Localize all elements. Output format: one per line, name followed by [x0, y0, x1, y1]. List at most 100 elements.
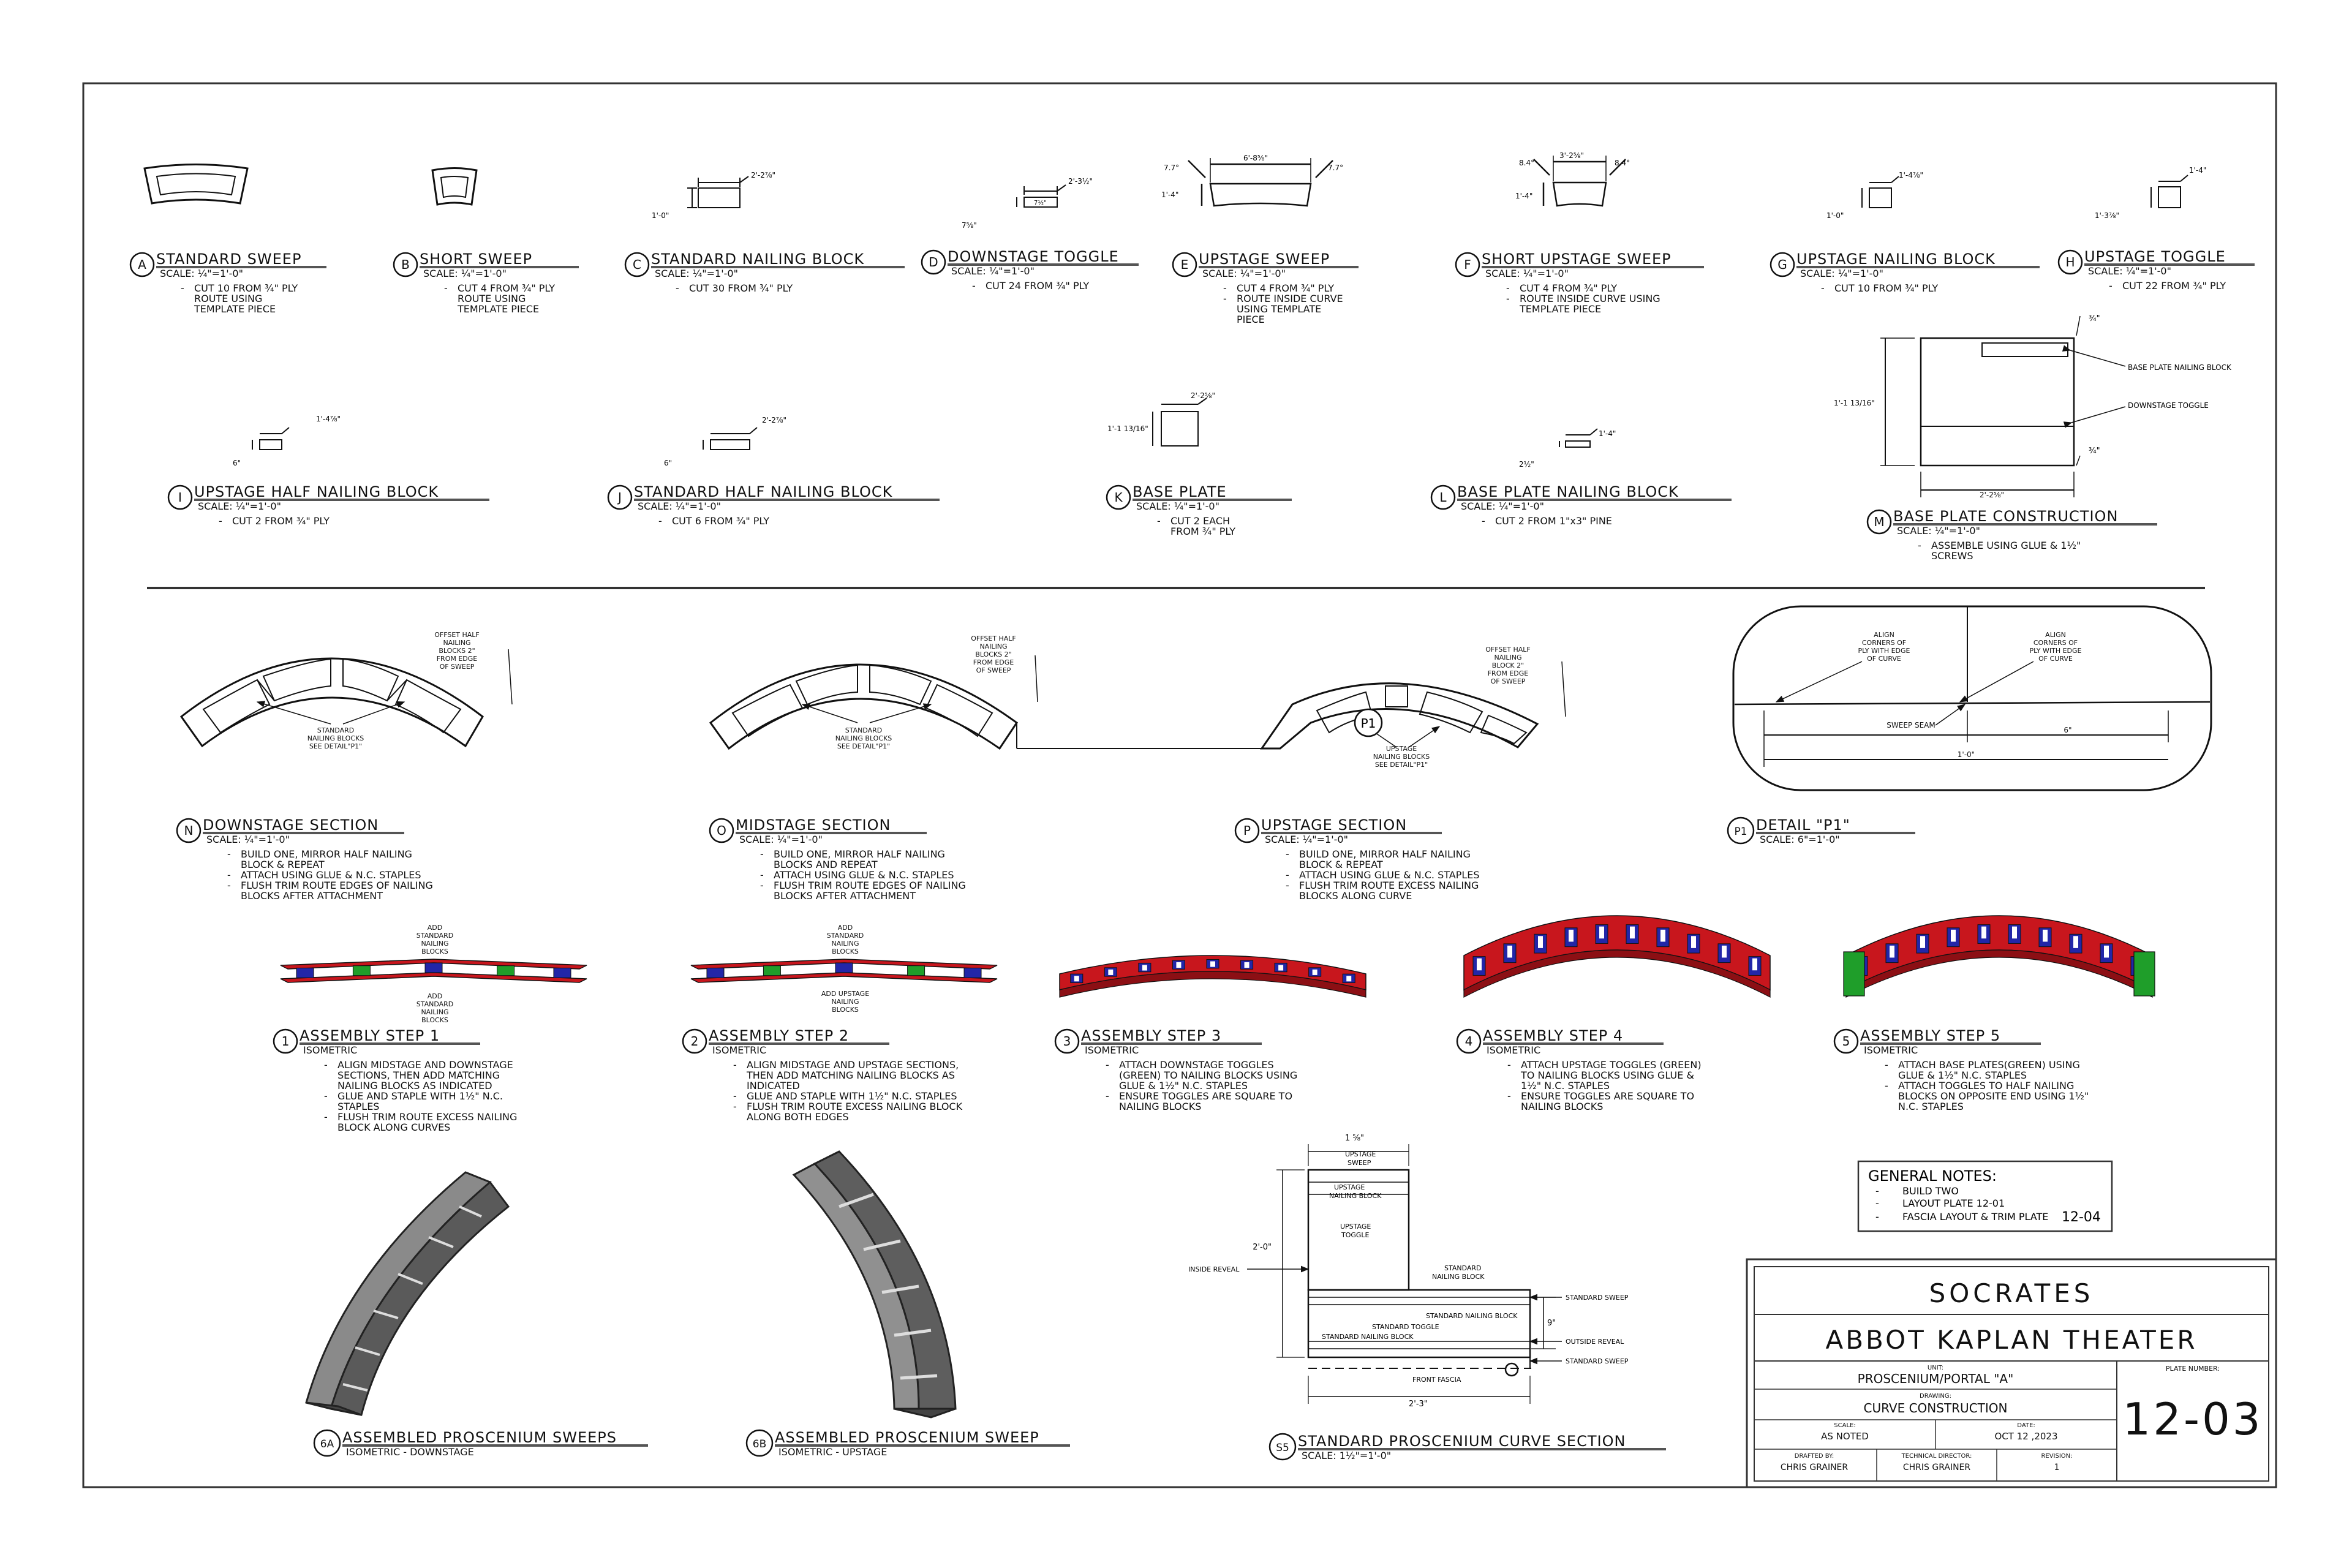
note-dash: - [1506, 282, 1510, 294]
detail-scale: SCALE: ¼"=1'-0" [1136, 500, 1219, 512]
detail-title: UPSTAGE NAILING BLOCK [1796, 251, 1996, 268]
dim-g-w: 1'-4⅞" [1899, 171, 1923, 179]
assembly-strip [690, 959, 998, 983]
note-dash: - [1506, 293, 1510, 304]
detail-note: GLUE AND STAPLE WITH 1½" N.C. [337, 1090, 503, 1102]
detail-id: 4 [1465, 1034, 1473, 1049]
ply-layer [690, 972, 998, 983]
callout-s1-add1: BLOCKS [421, 948, 448, 956]
note-dash: - [1507, 1090, 1511, 1102]
part-b-short-sweep [431, 167, 478, 206]
tb-drafted: CHRIS GRAINER [1781, 1463, 1849, 1472]
block-slot [2073, 936, 2078, 948]
detail-scale: ISOMETRIC [1864, 1044, 1918, 1056]
note-dash: - [733, 1090, 737, 1102]
detail-id: L [1439, 490, 1447, 505]
note-dash: - [1918, 540, 1921, 551]
block-slot [1722, 945, 1727, 958]
detail-note: BUILD ONE, MIRROR HALF NAILING [241, 848, 412, 860]
detail-bubble [745, 1429, 774, 1457]
detail-scale: SCALE: ¼"=1'-0" [206, 834, 290, 845]
detail-note: CUT 4 FROM ¾" PLY [458, 282, 555, 294]
detail-note: TEMPLATE PIECE [1519, 303, 1601, 315]
detail-title: BASE PLATE NAILING BLOCK [1457, 483, 1679, 500]
tb-plate: 12-03 [2122, 1393, 2263, 1445]
detail-scale: SCALE: ¼"=1'-0" [198, 500, 281, 512]
detail-bubble [1430, 484, 1456, 510]
ply-edge [1845, 949, 2153, 998]
dim-d-h: 7⅝" [962, 221, 977, 230]
detail-bubble [176, 818, 202, 843]
s5-outside-reveal: OUTSIDE REVEAL [1566, 1338, 1624, 1346]
detail-id: 6A [320, 1438, 334, 1450]
detail-bubble [1455, 252, 1480, 277]
note-dash: - [219, 515, 222, 527]
s5-height-dim: 2'-0" [1253, 1243, 1272, 1252]
section-n-drawing [179, 649, 513, 748]
dim-j-w: 2'-2⅞" [762, 416, 786, 424]
general-notes-heading: GENERAL NOTES: [1868, 1167, 1997, 1185]
dim-k-w: 2'-2⅝" [1191, 391, 1215, 400]
detail-note: SECTIONS, THEN ADD MATCHING [337, 1069, 500, 1081]
callout-p-offset: NAILING [1494, 654, 1521, 662]
detail-note: FROM ¾" PLY [1170, 526, 1235, 537]
tb-td-label: TECHNICAL DIRECTOR: [1901, 1453, 1972, 1460]
detail-note: CUT 22 FROM ¾" PLY [2122, 280, 2226, 292]
note-dash: - [1821, 282, 1825, 294]
detail-note: BLOCKS AFTER ATTACHMENT [241, 890, 383, 902]
part-d-downstage-toggle [1016, 184, 1066, 208]
block-slot [1346, 976, 1352, 982]
detail-note: (GREEN) TO NAILING BLOCKS USING [1119, 1069, 1297, 1081]
ply-layer [280, 972, 587, 983]
detail-id: 2 [691, 1034, 699, 1049]
callout-n-offset: FROM EDGE [437, 655, 478, 663]
callout-p1-align1: CORNERS OF [1862, 639, 1906, 647]
callout-p1-width-12: 1'-0" [1958, 750, 1975, 759]
s5-upstage-toggle-2: TOGGLE [1341, 1231, 1370, 1239]
part-m-base-plate-construction [1880, 315, 2126, 497]
dim-j-h: 6" [664, 459, 672, 467]
detail-scale: SCALE: ¼"=1'-0" [1461, 500, 1544, 512]
part-i-half-nailing-block [252, 427, 290, 450]
callout-p1-align2: ALIGN [2045, 631, 2066, 639]
detail-id: G [1777, 257, 1787, 272]
detail-note: SCREWS [1931, 550, 1973, 562]
dim-h-w: 1'-4" [2189, 166, 2206, 175]
dim-f-a1: 8.4° [1519, 159, 1534, 167]
nailing-block [763, 965, 781, 976]
callout-n-offset: OF SWEEP [440, 663, 475, 671]
tb-rev: 1 [2054, 1463, 2060, 1472]
detail-scale: ISOMETRIC [712, 1044, 766, 1056]
detail-note: BLOCKS AFTER ATTACHMENT [774, 890, 916, 902]
detail-id: 1 [282, 1034, 290, 1049]
block-slot [1981, 926, 1986, 939]
detail-note: NAILING BLOCKS [1521, 1101, 1603, 1112]
tb-rev-label: REVISION: [2041, 1453, 2072, 1460]
detail-title: STANDARD NAILING BLOCK [651, 251, 864, 268]
tb-venue: ABBOT KAPLAN THEATER [1825, 1325, 2197, 1355]
block-slot [1630, 926, 1635, 939]
note-dash: - [1223, 293, 1227, 304]
detail-note: FLUSH TRIM ROUTE EDGES OF NAILING [241, 880, 433, 891]
detail-note: BLOCK ALONG CURVES [337, 1121, 450, 1133]
detail-scale: SCALE: ¼"=1'-0" [1485, 268, 1569, 279]
detail-note: CUT 2 FROM ¾" PLY [232, 515, 330, 527]
general-note-1: BUILD TWO [1902, 1185, 1959, 1197]
block-slot [1599, 926, 1604, 939]
detail-bubble [313, 1429, 341, 1457]
detail-note: GLUE AND STAPLE WITH 1½" N.C. STAPLES [747, 1090, 957, 1102]
dim-m-w: 2'-2⅝" [1980, 491, 2004, 499]
detail-note: FLUSH TRIM ROUTE EXCESS NAILING [1299, 880, 1479, 891]
detail-scale: ISOMETRIC - UPSTAGE [778, 1446, 887, 1458]
callout-n-std: NAILING BLOCKS [307, 734, 364, 742]
detail-bubble [682, 1028, 707, 1054]
detail-title: DOWNSTAGE SECTION [203, 816, 379, 834]
